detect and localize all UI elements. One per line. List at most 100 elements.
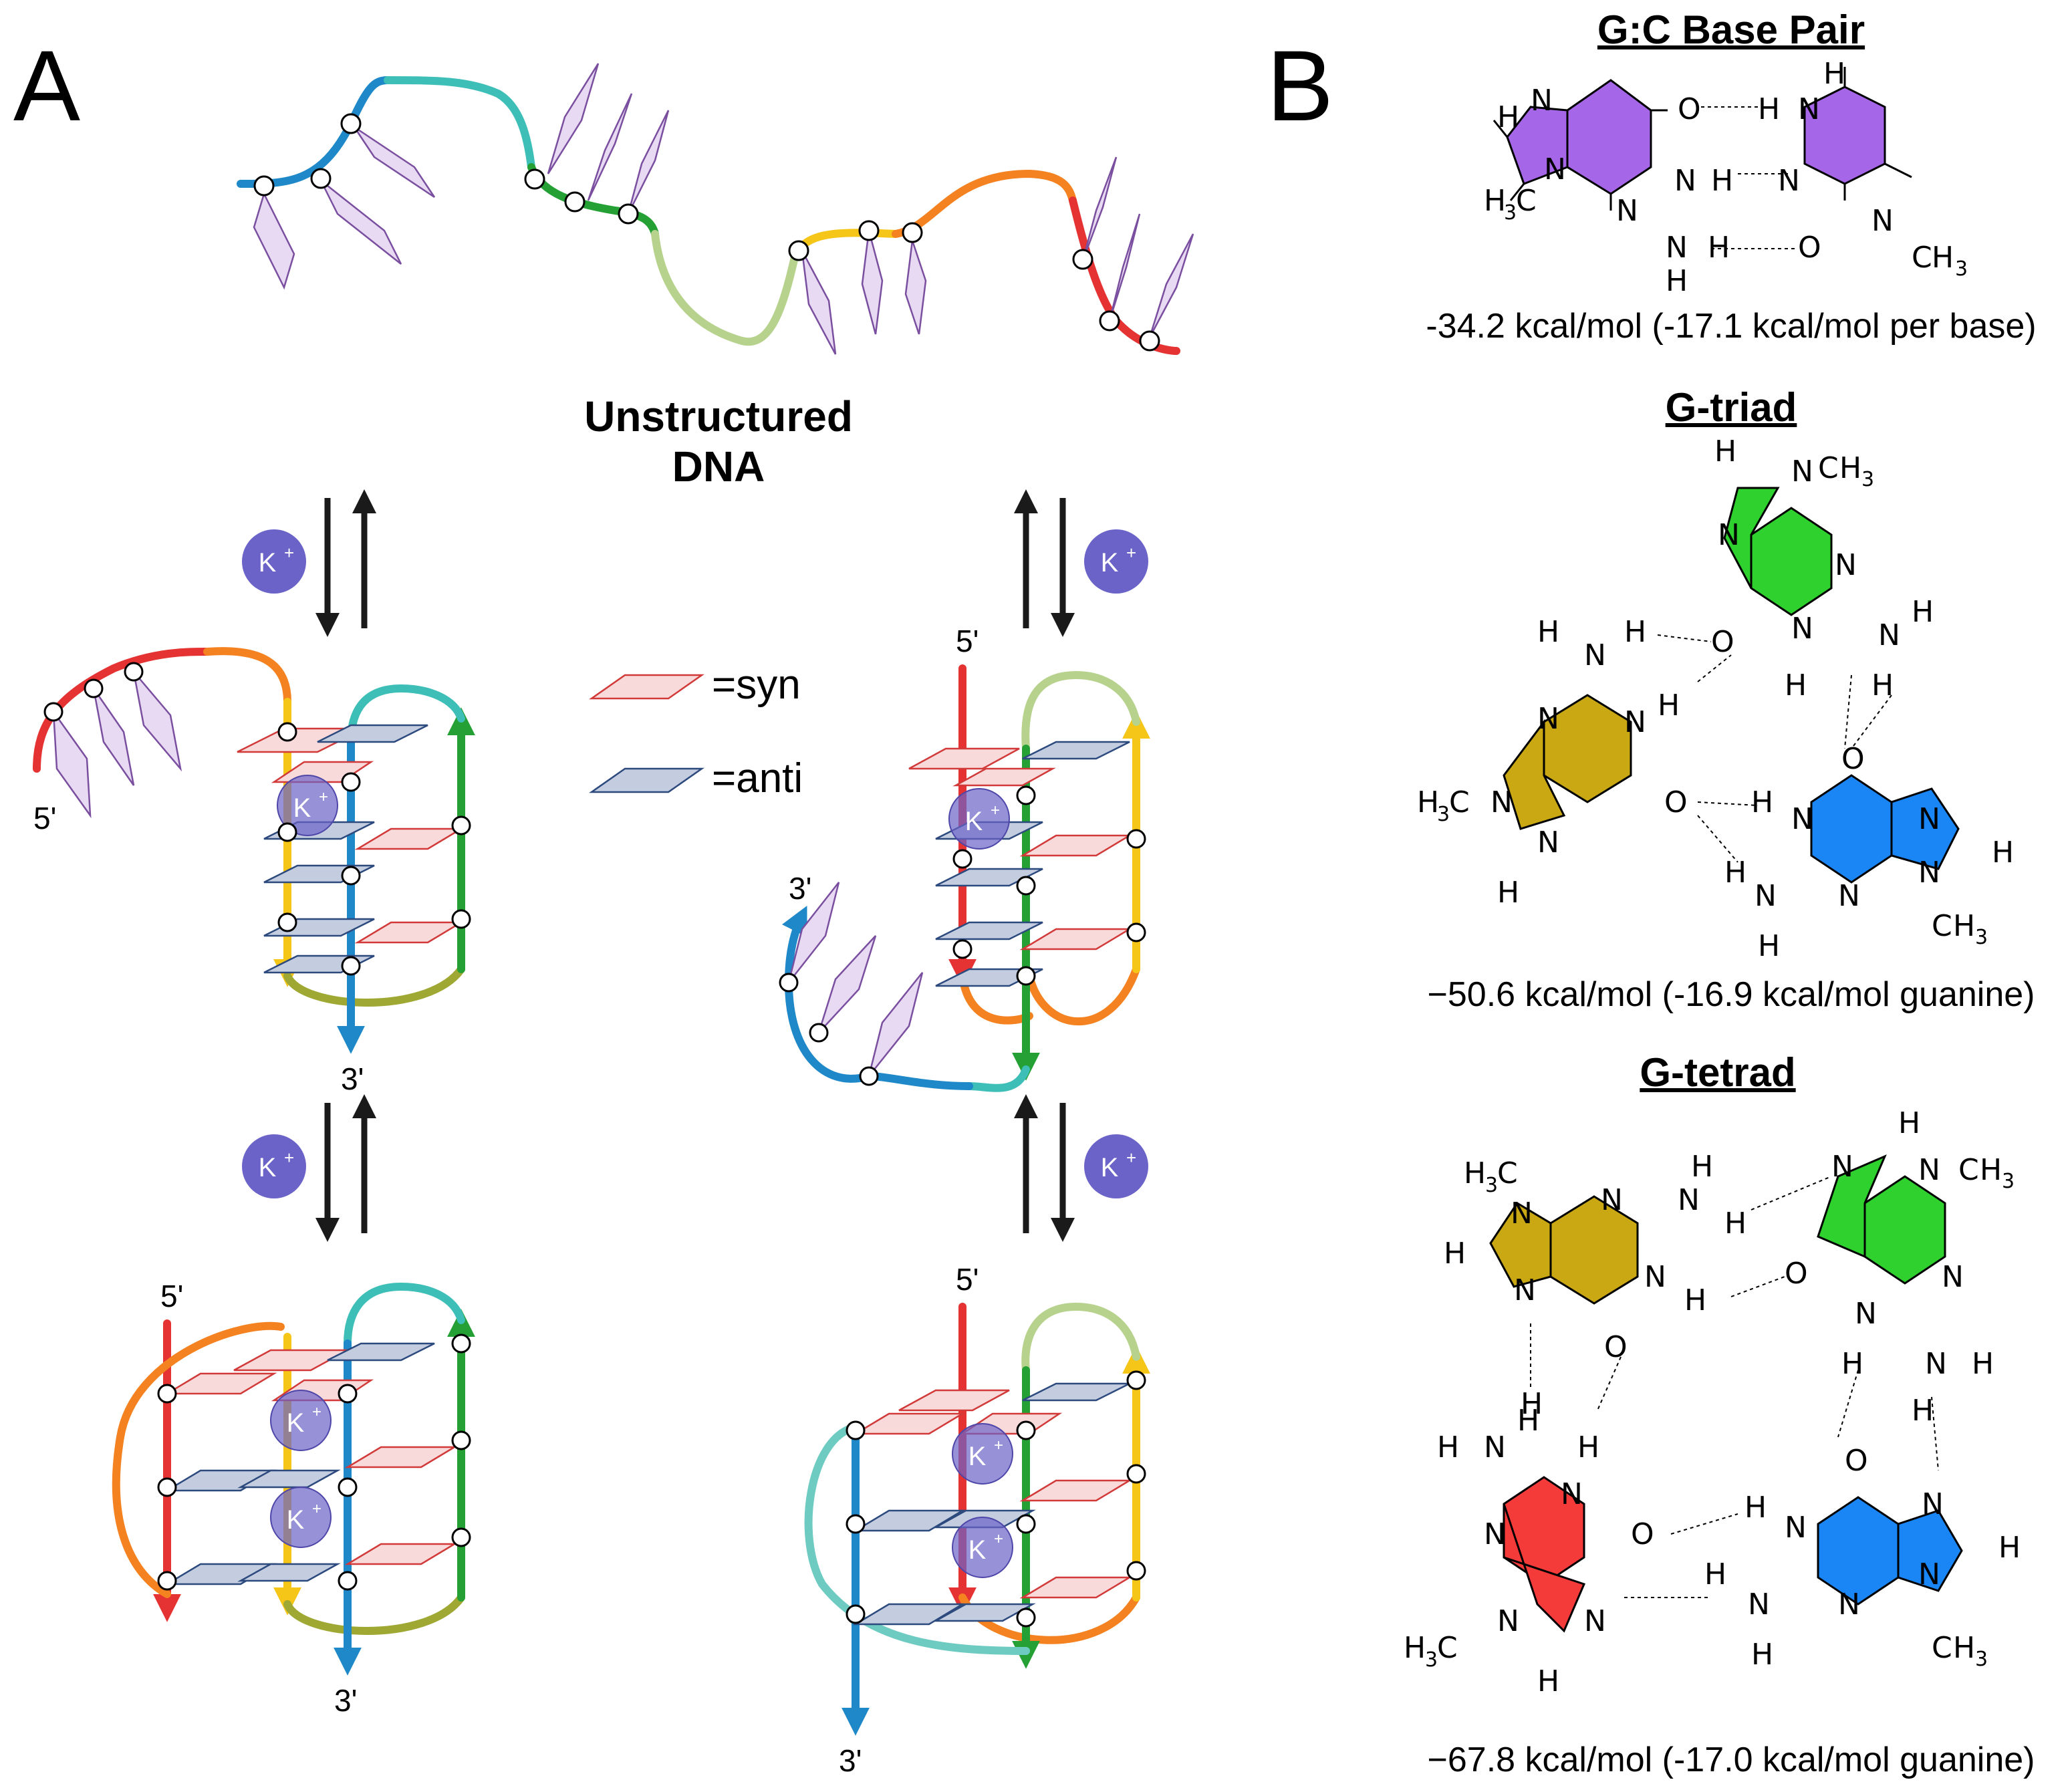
svg-text:H: H	[1624, 615, 1646, 649]
svg-text:H: H	[1484, 184, 1506, 218]
svg-text:3: 3	[1425, 1648, 1438, 1672]
svg-text:H: H	[1464, 1156, 1486, 1190]
svg-text:N: N	[1918, 856, 1940, 890]
svg-text:H: H	[1537, 615, 1559, 649]
svg-text:3: 3	[1975, 926, 1988, 949]
panel-label-b: B	[1267, 29, 1333, 142]
unstructured-title-line2: DNA	[672, 442, 765, 491]
unstructured-bases	[253, 63, 1194, 355]
svg-text:H: H	[1912, 1394, 1934, 1428]
svg-text:N: N	[1838, 1587, 1860, 1622]
svg-text:N: N	[1484, 1517, 1506, 1551]
triad-energy: −50.6 kcal/mol (-16.9 kcal/mol guanine)	[1427, 975, 2035, 1014]
svg-text:H: H	[1497, 100, 1519, 134]
svg-text:5': 5'	[956, 1262, 979, 1297]
svg-text:N: N	[1798, 92, 1820, 126]
svg-text:N: N	[1871, 204, 1894, 238]
svg-text:C: C	[1912, 241, 1932, 275]
svg-text:3: 3	[1437, 803, 1450, 826]
svg-text:3': 3'	[789, 871, 811, 906]
svg-text:H: H	[1708, 231, 1730, 265]
unstructured-nodes	[253, 113, 1160, 352]
gc-title: G:C Base Pair	[1597, 7, 1865, 52]
svg-text:3': 3'	[334, 1683, 357, 1718]
svg-text:N: N	[1584, 1604, 1606, 1638]
svg-text:3: 3	[1485, 1174, 1498, 1197]
svg-text:N: N	[1674, 164, 1696, 198]
svg-text:N: N	[1922, 1487, 1944, 1521]
svg-text:+: +	[991, 801, 1000, 819]
svg-text:C: C	[1932, 1631, 1952, 1665]
svg-text:+: +	[1126, 543, 1136, 563]
svg-text:N: N	[1537, 825, 1559, 860]
svg-text:N: N	[1918, 1557, 1940, 1591]
svg-text:5': 5'	[160, 1279, 183, 1313]
svg-text:K: K	[968, 1442, 987, 1471]
svg-text:N: N	[1514, 1273, 1536, 1307]
legend-syn-label: =syn	[712, 662, 801, 708]
g4-structure-hybrid-full: K + K + 5' 3'	[112, 1279, 475, 1718]
legend-anti-label: =anti	[712, 755, 803, 801]
tetrad-title: G-tetrad	[1640, 1050, 1795, 1095]
svg-text:N: N	[1838, 879, 1860, 913]
svg-text:H: H	[1704, 1557, 1726, 1591]
svg-text:H: H	[1980, 1153, 2002, 1187]
svg-text:O: O	[1664, 785, 1688, 819]
svg-text:O: O	[1678, 92, 1701, 126]
svg-text:H: H	[1714, 434, 1736, 469]
svg-text:H: H	[1724, 1206, 1746, 1241]
g4-structure-hybrid-partial: K + 5' 3'	[33, 647, 475, 1096]
k-badge-3: K +	[242, 1134, 306, 1198]
svg-text:H: H	[1841, 1347, 1863, 1381]
svg-text:H: H	[1404, 1631, 1426, 1665]
svg-text:N: N	[1601, 1183, 1623, 1217]
svg-text:H: H	[1751, 1638, 1773, 1672]
svg-text:K: K	[287, 1408, 305, 1438]
svg-text:+: +	[319, 788, 328, 806]
svg-text:O: O	[1604, 1330, 1628, 1364]
svg-text:O: O	[1631, 1517, 1654, 1551]
svg-text:H: H	[1871, 668, 1894, 702]
svg-text:H: H	[1497, 876, 1519, 910]
svg-text:N: N	[1748, 1587, 1770, 1622]
svg-text:C: C	[1932, 909, 1952, 943]
svg-text:N: N	[1791, 455, 1813, 489]
three-prime-label: 3'	[341, 1061, 364, 1096]
svg-text:C: C	[1437, 1631, 1458, 1665]
svg-text:H: H	[1724, 856, 1746, 890]
svg-text:H: H	[1758, 92, 1780, 126]
svg-text:O: O	[1798, 231, 1821, 265]
svg-text:3: 3	[1955, 257, 1968, 281]
legend-anti-swatch	[589, 767, 704, 793]
svg-text:+: +	[1126, 1148, 1136, 1168]
svg-text:N: N	[1878, 618, 1900, 652]
svg-text:+: +	[284, 543, 294, 563]
svg-text:C: C	[1516, 184, 1537, 218]
svg-text:3: 3	[2002, 1170, 2015, 1193]
k-badge-1: K +	[242, 529, 306, 594]
unstructured-title-line1: Unstructured	[584, 392, 853, 440]
svg-text:N: N	[1918, 802, 1940, 836]
svg-text:H: H	[1666, 264, 1688, 298]
svg-text:H: H	[1711, 164, 1733, 198]
svg-text:H: H	[1972, 1347, 1994, 1381]
svg-text:O: O	[1785, 1257, 1808, 1291]
svg-text:H: H	[1444, 1237, 1466, 1271]
svg-text:N: N	[1791, 802, 1813, 836]
svg-text:H: H	[1898, 1106, 1920, 1140]
g4-structure-hybrid-partial-2: K + 5' 3'	[779, 624, 1150, 1092]
g4-structure-hybrid-full-2: K + K + 5' 3'	[804, 1262, 1150, 1778]
svg-text:3': 3'	[839, 1743, 862, 1778]
svg-text:H: H	[1998, 1531, 2021, 1565]
svg-text:H: H	[1912, 595, 1934, 629]
svg-text:N: N	[1584, 638, 1606, 672]
svg-text:3: 3	[1975, 1648, 1988, 1671]
svg-text:H: H	[1517, 1404, 1539, 1438]
svg-text:H: H	[1992, 836, 2014, 870]
unstructured-dna	[237, 76, 1180, 355]
svg-text:H: H	[1953, 1631, 1975, 1665]
svg-text:N: N	[1855, 1297, 1877, 1331]
svg-text:H: H	[1437, 1430, 1459, 1464]
svg-text:N: N	[1918, 1153, 1940, 1187]
